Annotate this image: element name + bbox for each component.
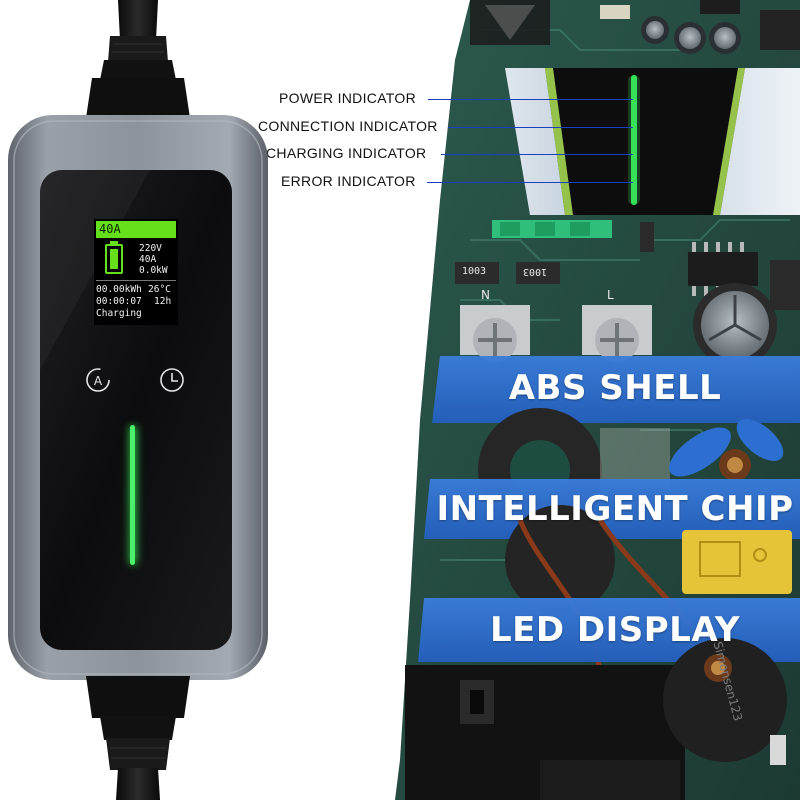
- oled-display: 40A 220V 40A 0.0kW 00.00kWh 26°C 00:00:0…: [94, 219, 178, 325]
- resistor-label-2: 1003: [523, 266, 548, 277]
- feature-abs-shell: ABS SHELL: [508, 368, 722, 408]
- current-readout: 40A: [139, 254, 157, 265]
- silkscreen-l: L: [607, 288, 614, 302]
- temperature-readout: 26°C: [148, 284, 171, 295]
- timer-readout: 12h: [154, 296, 172, 307]
- charging-indicator-label: CHARGING INDICATOR: [266, 145, 427, 161]
- voltage-readout: 220V: [139, 243, 162, 254]
- screen-divider: [96, 280, 176, 281]
- current-setting-header: 40A: [96, 221, 176, 238]
- feature-led-display: LED DISPLAY: [489, 610, 741, 650]
- resistor-label-1: 1003: [462, 266, 487, 277]
- clock-icon[interactable]: [160, 368, 184, 392]
- power-indicator-line: [428, 99, 633, 100]
- battery-cap: [110, 241, 118, 245]
- elapsed-time-readout: 00:00:07: [96, 296, 142, 307]
- power-indicator-label: POWER INDICATOR: [279, 90, 416, 106]
- energy-readout: 00.00kWh: [96, 284, 142, 295]
- connection-indicator-label: CONNECTION INDICATOR: [258, 118, 438, 134]
- error-indicator-line: [427, 182, 633, 183]
- svg-text:A: A: [94, 374, 103, 388]
- charging-indicator-line: [441, 154, 633, 155]
- power-readout: 0.0kW: [139, 265, 168, 276]
- connection-indicator-line: [448, 127, 633, 128]
- ev-charger-device: A: [8, 0, 268, 800]
- feature-intelligent-chip: INTELLIGENT CHIP: [436, 489, 794, 529]
- battery-icon: [105, 244, 123, 274]
- charging-status: Charging: [96, 308, 142, 319]
- error-indicator-label: ERROR INDICATOR: [281, 173, 416, 189]
- current-a-icon[interactable]: A: [86, 368, 110, 392]
- status-led-strip: [130, 425, 135, 565]
- silkscreen-n: N: [481, 288, 490, 302]
